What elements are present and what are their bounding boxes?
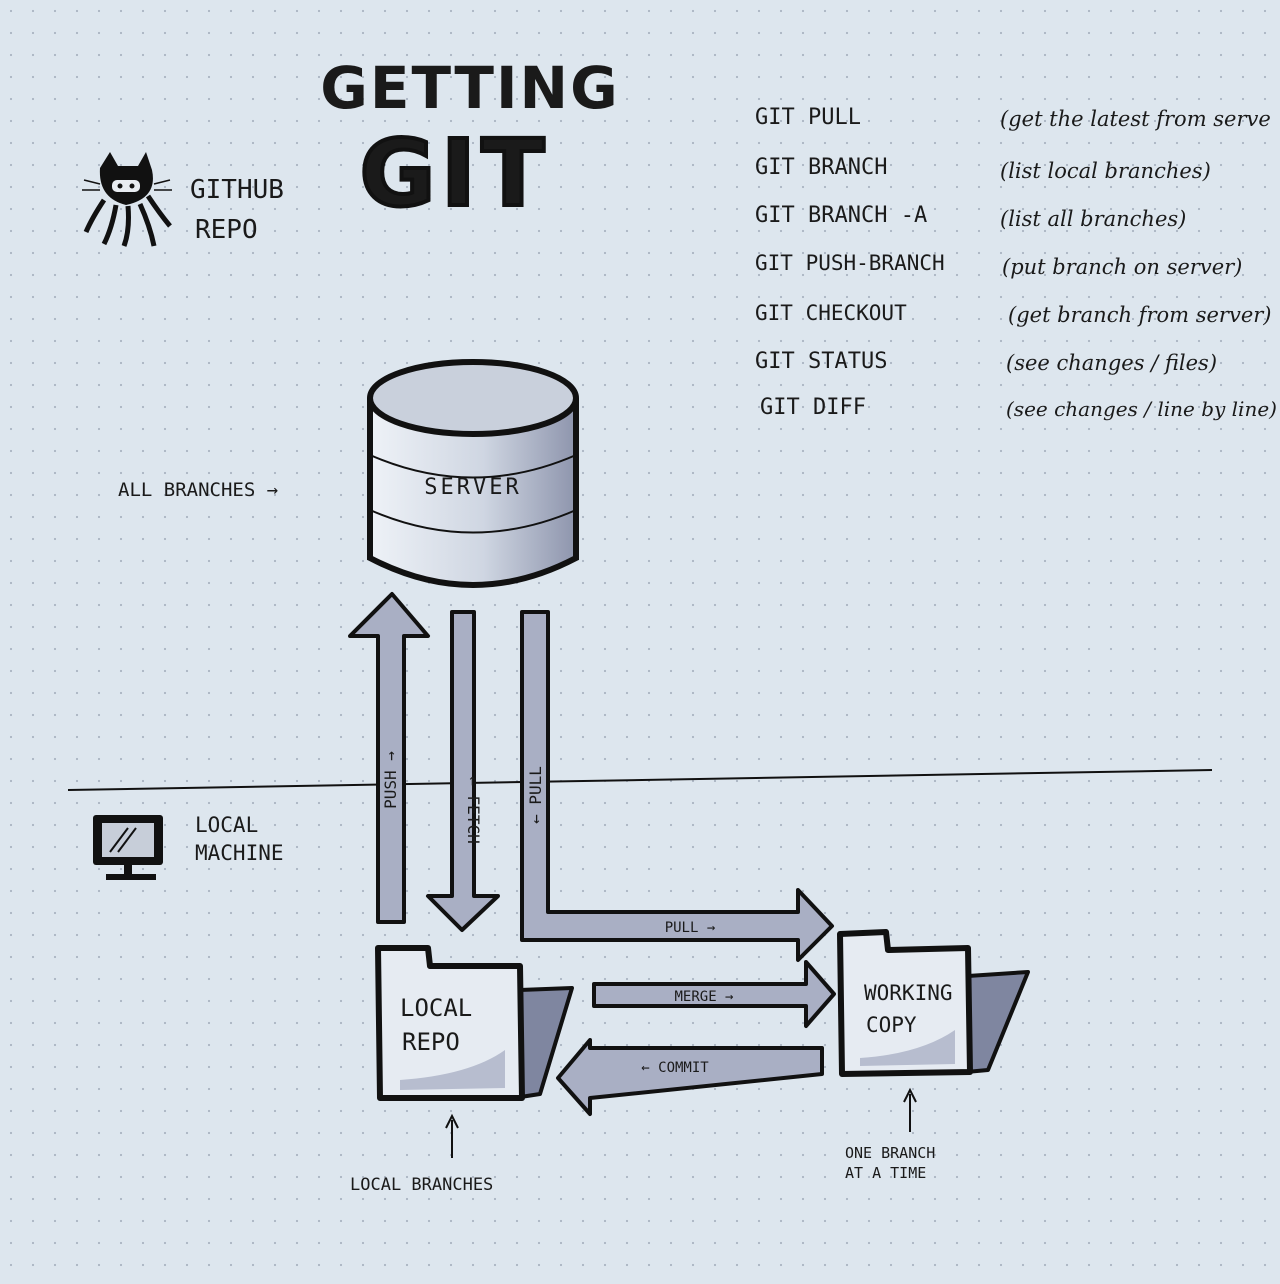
up-arrow-local-branches [445, 1113, 459, 1158]
merge-arrow [592, 960, 836, 1028]
command-description: (see changes / files) [1006, 351, 1217, 375]
command-description: (see changes / line by line) [1006, 397, 1277, 421]
pull-vertical-label: ← PULL [526, 766, 545, 824]
command-name: GIT PUSH-BRANCH [755, 251, 945, 275]
working-copy-folder [837, 929, 1030, 1077]
command-description: (get branch from server) [1008, 303, 1271, 327]
pull-horizontal-label: PULL → [665, 920, 716, 936]
command-list: GIT PULL (get the latest from serve GIT … [755, 105, 1277, 421]
one-branch-note-line2: AT A TIME [845, 1164, 926, 1182]
commit-label: ← COMMIT [641, 1060, 709, 1076]
network-divider [67, 769, 1213, 791]
local-repo-folder [375, 945, 574, 1101]
title-line1: GETTING [320, 54, 619, 122]
command-name: GIT STATUS [755, 349, 887, 374]
command-name: GIT BRANCH [755, 155, 887, 180]
github-label-line2: REPO [195, 215, 258, 245]
local-machine-line1: LOCAL [195, 813, 258, 837]
local-branches-note: LOCAL BRANCHES [350, 1175, 493, 1195]
octocat-icon [82, 152, 172, 247]
merge-label: MERGE → [674, 989, 733, 1005]
command-description: (list local branches) [1000, 159, 1211, 183]
commit-arrow [556, 1038, 824, 1116]
up-arrow-one-branch [903, 1087, 917, 1132]
command-description: (list all branches) [1000, 207, 1186, 231]
command-name: GIT CHECKOUT [755, 301, 907, 325]
local-machine-line2: MACHINE [195, 841, 284, 865]
local-repo-line2: REPO [402, 1028, 460, 1056]
local-repo-line1: LOCAL [400, 994, 472, 1022]
title-line2: GIT [360, 120, 551, 227]
all-branches-note: ALL BRANCHES → [118, 479, 278, 501]
working-copy-line1: WORKING [864, 981, 953, 1005]
push-arrow [348, 592, 430, 924]
command-name: GIT DIFF [760, 395, 866, 420]
command-name: GIT BRANCH -A [755, 203, 927, 228]
server-label: SERVER [424, 475, 521, 500]
fetch-label: ← FETCH [464, 776, 483, 843]
server-cylinder [367, 359, 579, 588]
monitor-icon [93, 815, 163, 880]
pull-arrow [520, 610, 834, 962]
one-branch-note-line1: ONE BRANCH [845, 1144, 935, 1162]
push-label: PUSH → [381, 751, 400, 809]
working-copy-line2: COPY [866, 1013, 917, 1037]
fetch-arrow [426, 610, 500, 932]
command-description: (put branch on server) [1002, 255, 1242, 279]
command-name: GIT PULL [755, 105, 861, 130]
github-label-line1: GITHUB [190, 175, 284, 205]
command-description: (get the latest from serve [1000, 107, 1271, 131]
